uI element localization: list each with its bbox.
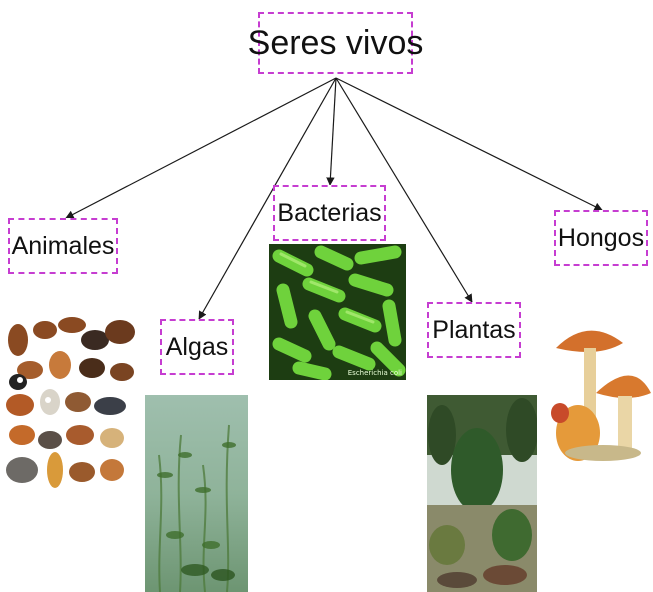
algae-image <box>145 395 248 592</box>
node-hongos: Hongos <box>554 210 648 266</box>
node-algas-label: Algas <box>166 333 229 362</box>
node-animales: Animales <box>8 218 118 274</box>
node-bacterias-label: Bacterias <box>277 199 381 228</box>
root-node-seres-vivos: Seres vivos <box>258 12 413 74</box>
animals-collage-image <box>0 310 140 495</box>
plants-image <box>427 395 537 592</box>
node-plantas: Plantas <box>427 302 521 358</box>
edge-to-bacterias <box>330 78 336 185</box>
node-hongos-label: Hongos <box>558 224 644 253</box>
photo-credit: Escherichia coli <box>348 369 402 377</box>
node-algas: Algas <box>160 319 234 375</box>
mushrooms-image <box>548 318 653 468</box>
bacteria-image: Escherichia coli <box>269 244 406 380</box>
node-plantas-label: Plantas <box>432 316 515 345</box>
node-bacterias: Bacterias <box>273 185 386 241</box>
node-animales-label: Animales <box>12 232 115 261</box>
root-node-label: Seres vivos <box>248 24 424 63</box>
